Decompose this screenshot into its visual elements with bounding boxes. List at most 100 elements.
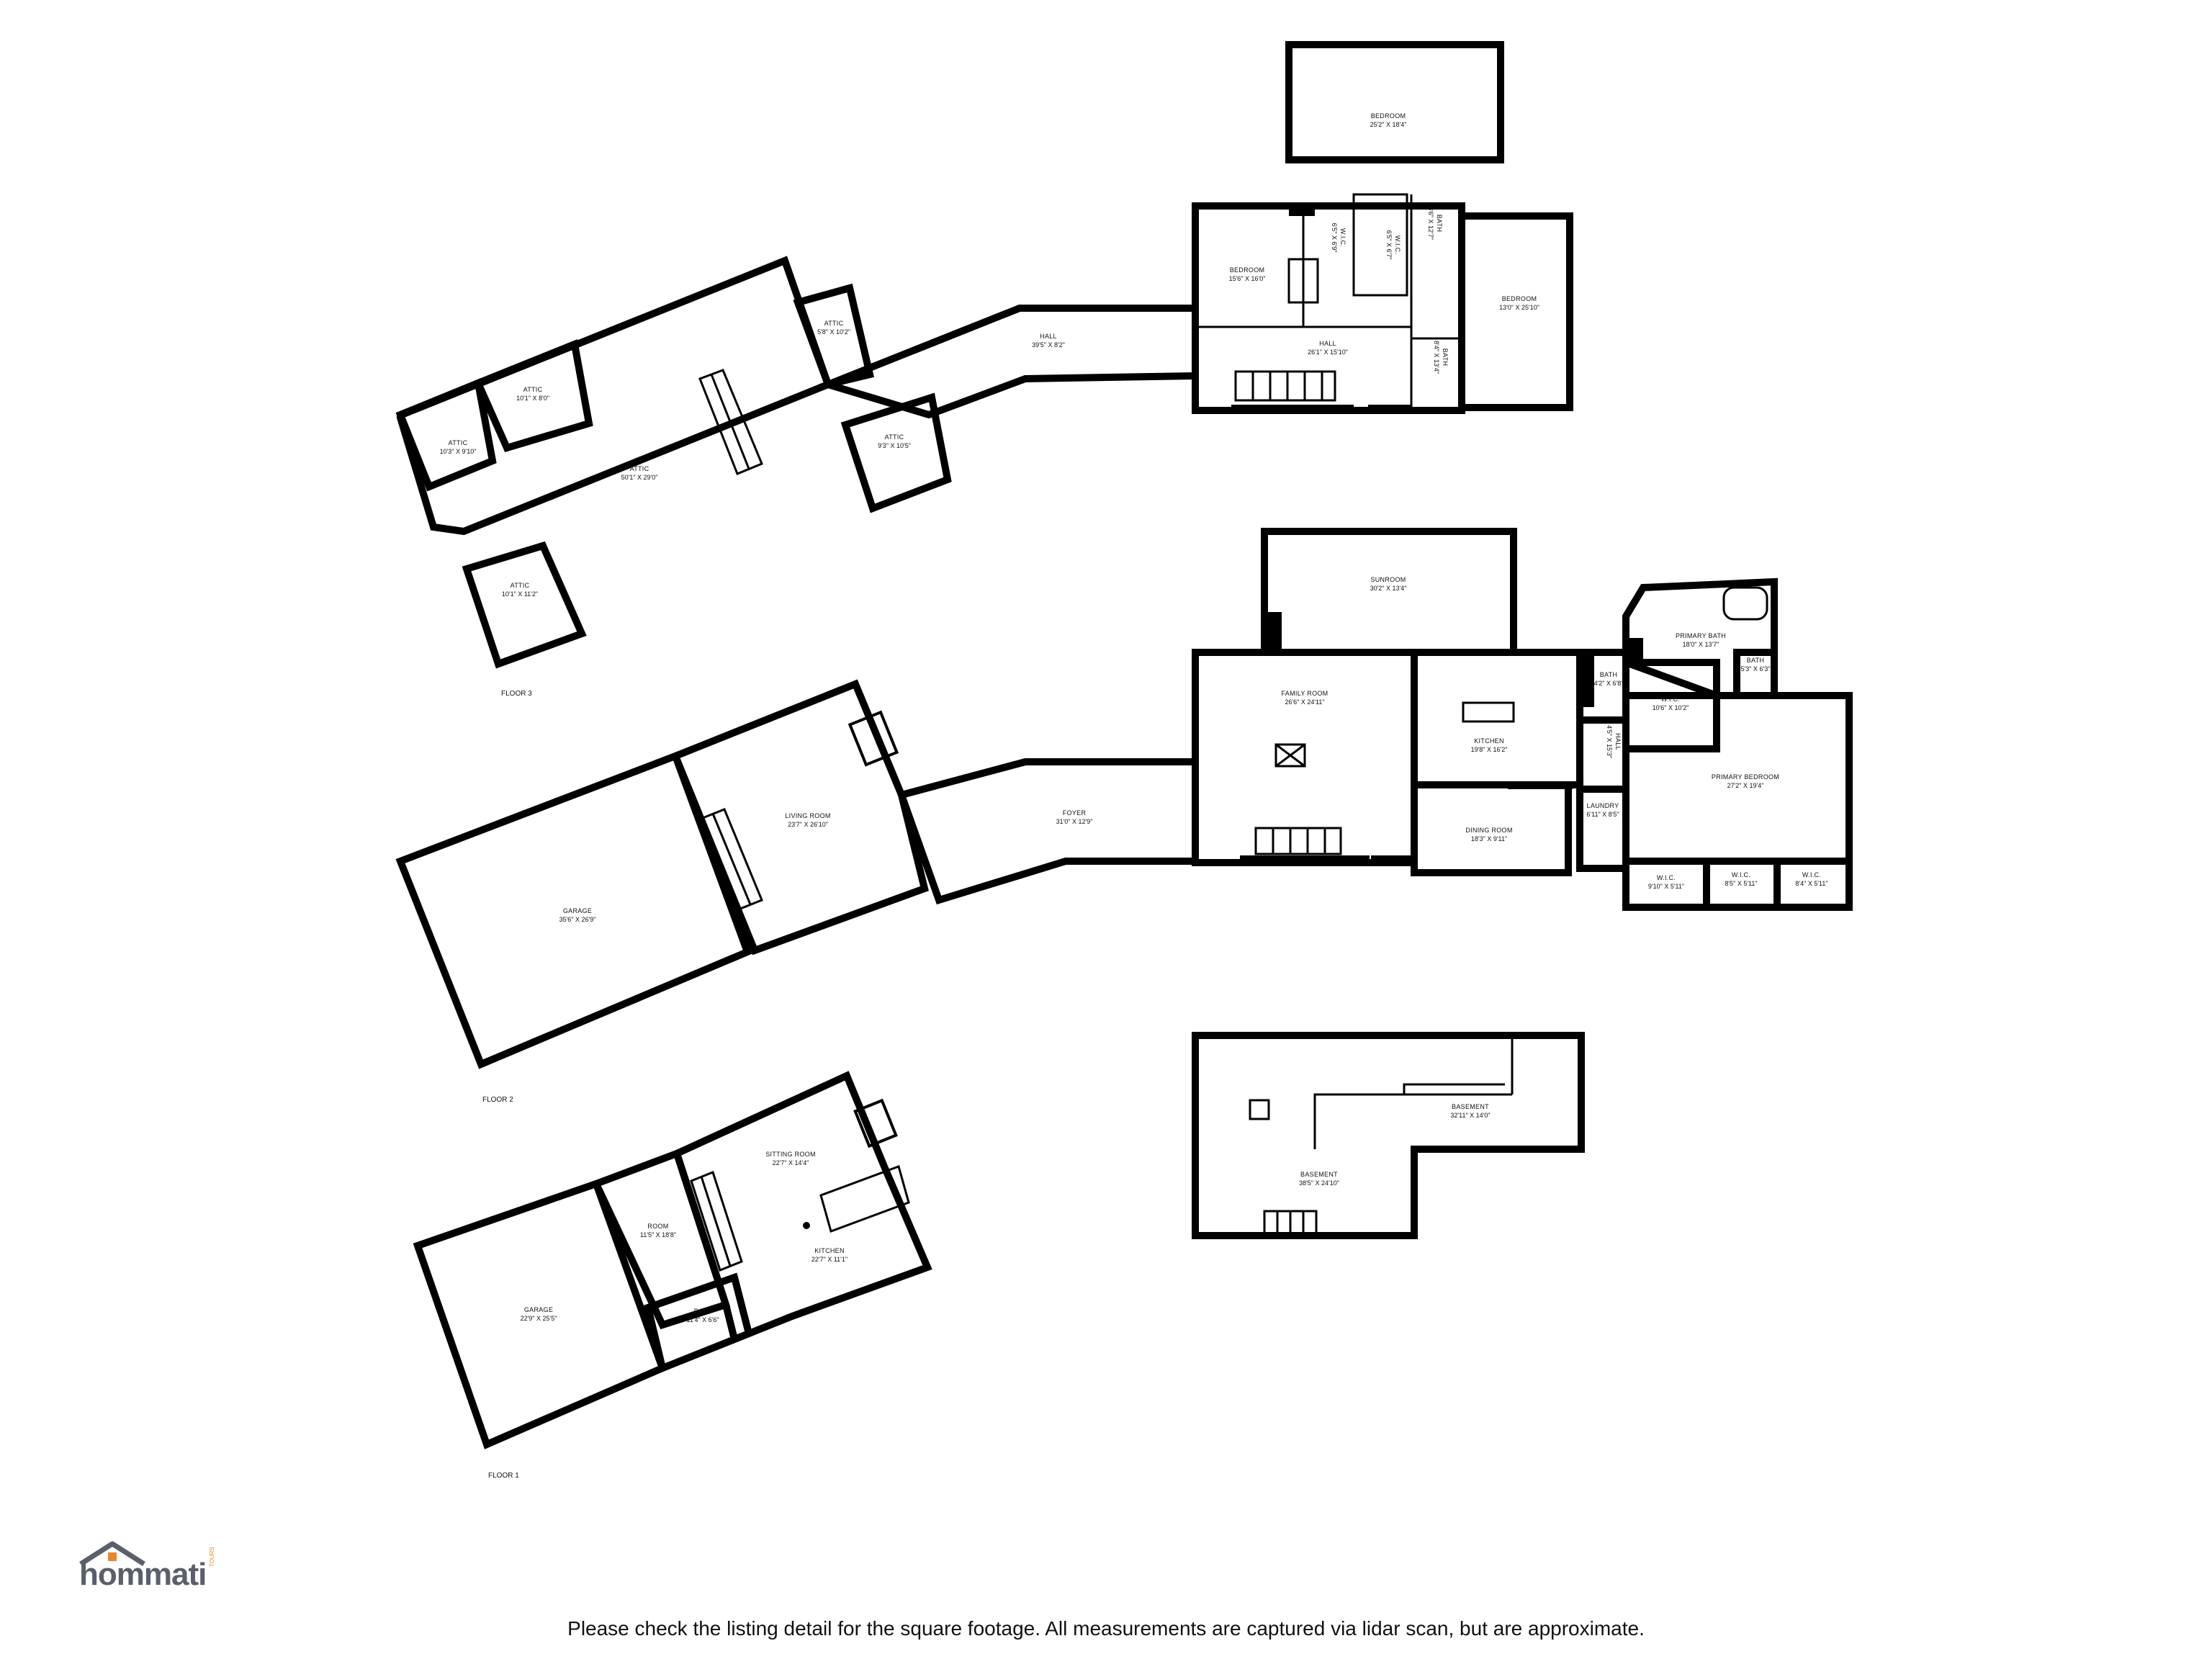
f1-garage-outline bbox=[413, 1179, 667, 1449]
measurement-disclaimer: Please check the listing detail for the … bbox=[567, 1617, 1645, 1640]
room-dimensions: 30'2" X 13'4" bbox=[1370, 585, 1407, 592]
f3-hall-long-outline bbox=[817, 305, 1199, 419]
room-label: BATH bbox=[1436, 215, 1443, 233]
room-label: HALL bbox=[1614, 733, 1622, 750]
room-dimensions: 10'1" X 8'0" bbox=[516, 395, 549, 402]
logo-subtext: TOURS bbox=[209, 1547, 215, 1567]
room-dimensions: 5'8" X 10'2" bbox=[817, 328, 850, 336]
room-label: ATTIC bbox=[885, 433, 904, 441]
room-label: KITCHEN bbox=[814, 1247, 845, 1254]
room-dimensions: 25'2" X 18'4" bbox=[1370, 121, 1407, 128]
room-label: BASEMENT bbox=[1452, 1103, 1489, 1110]
room-label: W.I.C. bbox=[1394, 235, 1401, 254]
room-label: HALL bbox=[1319, 340, 1336, 347]
room-dimensions: 10'3" X 9'10" bbox=[440, 448, 477, 455]
room-dimensions: 15'6" X 16'0" bbox=[1229, 275, 1266, 282]
room-dimensions: 4'5" X 15'3" bbox=[1606, 725, 1613, 758]
room-dimensions: 35'6" X 26'9" bbox=[559, 916, 596, 923]
floor-label: FLOOR 2 bbox=[482, 1096, 513, 1104]
room-label: PRIMARY BEDROOM bbox=[1712, 773, 1779, 781]
room-dimensions: 6'11" X 8'5" bbox=[1586, 811, 1619, 818]
room-label: BASEMENT bbox=[1300, 1171, 1338, 1178]
room-label: ATTIC bbox=[523, 386, 543, 393]
logo-wordmark: hommati bbox=[79, 1557, 207, 1592]
room-label: W.I.C. bbox=[1657, 874, 1676, 881]
room-label: LIVING ROOM bbox=[785, 812, 830, 819]
room-dimensions: 10'6" X 10'2" bbox=[1653, 704, 1689, 711]
room-dimensions: 6'5" X 6'7" bbox=[1385, 230, 1393, 260]
room-label: LAUNDRY bbox=[1587, 802, 1619, 809]
f2-foyer-outline bbox=[896, 758, 1199, 905]
room-dimensions: 31'0" X 12'9" bbox=[1056, 818, 1093, 825]
attic-b-outline bbox=[473, 339, 593, 453]
room-label: BATH bbox=[1442, 349, 1449, 367]
f2-wic-c-outline bbox=[1773, 858, 1853, 911]
f2-kitchen-outline bbox=[1411, 649, 1583, 788]
room-dimensions: 8'4" X 13'4" bbox=[1433, 341, 1440, 374]
room-label: DINING ROOM bbox=[1465, 827, 1512, 834]
f3-stairs bbox=[1234, 370, 1336, 402]
room-label: BEDROOM bbox=[1371, 112, 1406, 120]
floor-label: FLOOR 1 bbox=[488, 1472, 519, 1480]
room-dimensions: 8'4" X 5'11" bbox=[1795, 880, 1827, 887]
room-label: ATTIC bbox=[824, 320, 844, 327]
f2-garage-outline bbox=[395, 751, 752, 1069]
f3-bedroom-right-outline bbox=[1458, 212, 1573, 411]
room-label: HALL bbox=[1040, 333, 1057, 340]
basement-plan: BASEMENT 32'11" X 14'0" BASEMENT 38'5" X… bbox=[1192, 1032, 1585, 1239]
room-dimensions: 22'7" X 11'1" bbox=[811, 1256, 848, 1263]
attic-stairs bbox=[698, 369, 763, 475]
room-dimensions: 8'5" X 5'11" bbox=[1725, 880, 1757, 887]
floor-label: FLOOR 3 bbox=[501, 690, 532, 698]
f1-sitting-kitchen-outline bbox=[672, 1071, 932, 1344]
room-dimensions: 39'5" X 8'2" bbox=[1032, 341, 1065, 349]
room-label: ATTIC bbox=[449, 439, 468, 446]
f1-bath-outline bbox=[644, 1272, 753, 1373]
attic-e-outline bbox=[462, 541, 587, 669]
room-dimensions: 38'5" X 24'10" bbox=[1299, 1179, 1339, 1187]
floor-3-plan: BEDROOM 25'2" X 18'4" BEDROOM 15'6" X 16… bbox=[395, 41, 1573, 698]
room-label: ROOM bbox=[647, 1223, 668, 1230]
room-label: W.I.C. bbox=[1339, 228, 1346, 247]
room-dimensions: 13'0" X 25'10" bbox=[1499, 304, 1539, 311]
f2-living-outline bbox=[670, 679, 929, 956]
room-dimensions: 6'5" X 6'9" bbox=[1331, 223, 1338, 253]
room-label: PRIMARY BATH bbox=[1676, 632, 1726, 639]
room-dimensions: 11'4" X 6'6" bbox=[686, 1316, 719, 1323]
room-label: KITCHEN bbox=[1474, 737, 1504, 745]
room-dimensions: 18'3" X 9'11" bbox=[1471, 835, 1507, 842]
room-dimensions: 9'10" X 5'11" bbox=[1648, 883, 1684, 890]
room-dimensions: 27'2" X 19'4" bbox=[1727, 782, 1764, 789]
f2-sunroom-outline bbox=[1261, 528, 1517, 656]
room-label: BATH bbox=[694, 1308, 712, 1315]
room-dimensions: 10'1" X 11'2" bbox=[502, 590, 538, 598]
hommati-logo: hommati TOURS bbox=[75, 1539, 226, 1592]
room-label: BATH bbox=[1600, 671, 1618, 678]
room-label: W.I.C. bbox=[1661, 696, 1680, 703]
room-label: FAMILY ROOM bbox=[1282, 690, 1328, 697]
room-label: FOYER bbox=[1063, 809, 1087, 817]
room-dimensions: 50'1" X 29'0" bbox=[621, 474, 658, 481]
room-label: GARAGE bbox=[524, 1306, 553, 1313]
room-label: W.I.C. bbox=[1732, 871, 1750, 878]
basement-stairs bbox=[1263, 1210, 1318, 1236]
room-dimensions: 23'7" X 26'10" bbox=[788, 821, 828, 828]
room-label: ATTIC bbox=[630, 465, 649, 472]
f2-hall-outline bbox=[1576, 716, 1629, 793]
house-roof-icon bbox=[79, 1541, 145, 1566]
room-dimensions: 5'3" X 6'3" bbox=[1741, 665, 1771, 673]
room-label: BEDROOM bbox=[1230, 266, 1265, 274]
room-label: SITTING ROOM bbox=[765, 1151, 816, 1158]
room-label: BATH bbox=[1747, 657, 1765, 664]
room-dimensions: 22'7" X 14'4" bbox=[773, 1159, 809, 1166]
attic-c-outline bbox=[793, 283, 874, 389]
room-dimensions: 19'8" X 16'2" bbox=[1471, 746, 1508, 753]
room-dimensions: 11'5" X 18'8" bbox=[640, 1231, 676, 1238]
room-label: SUNROOM bbox=[1370, 576, 1406, 583]
f2-living-stairs bbox=[701, 808, 763, 910]
room-dimensions: 32'11" X 14'0" bbox=[1450, 1112, 1490, 1119]
attic-main-outline bbox=[396, 256, 833, 536]
f2-dining-outline bbox=[1411, 781, 1572, 876]
room-dimensions: 26'6" X 24'11" bbox=[1285, 698, 1324, 706]
